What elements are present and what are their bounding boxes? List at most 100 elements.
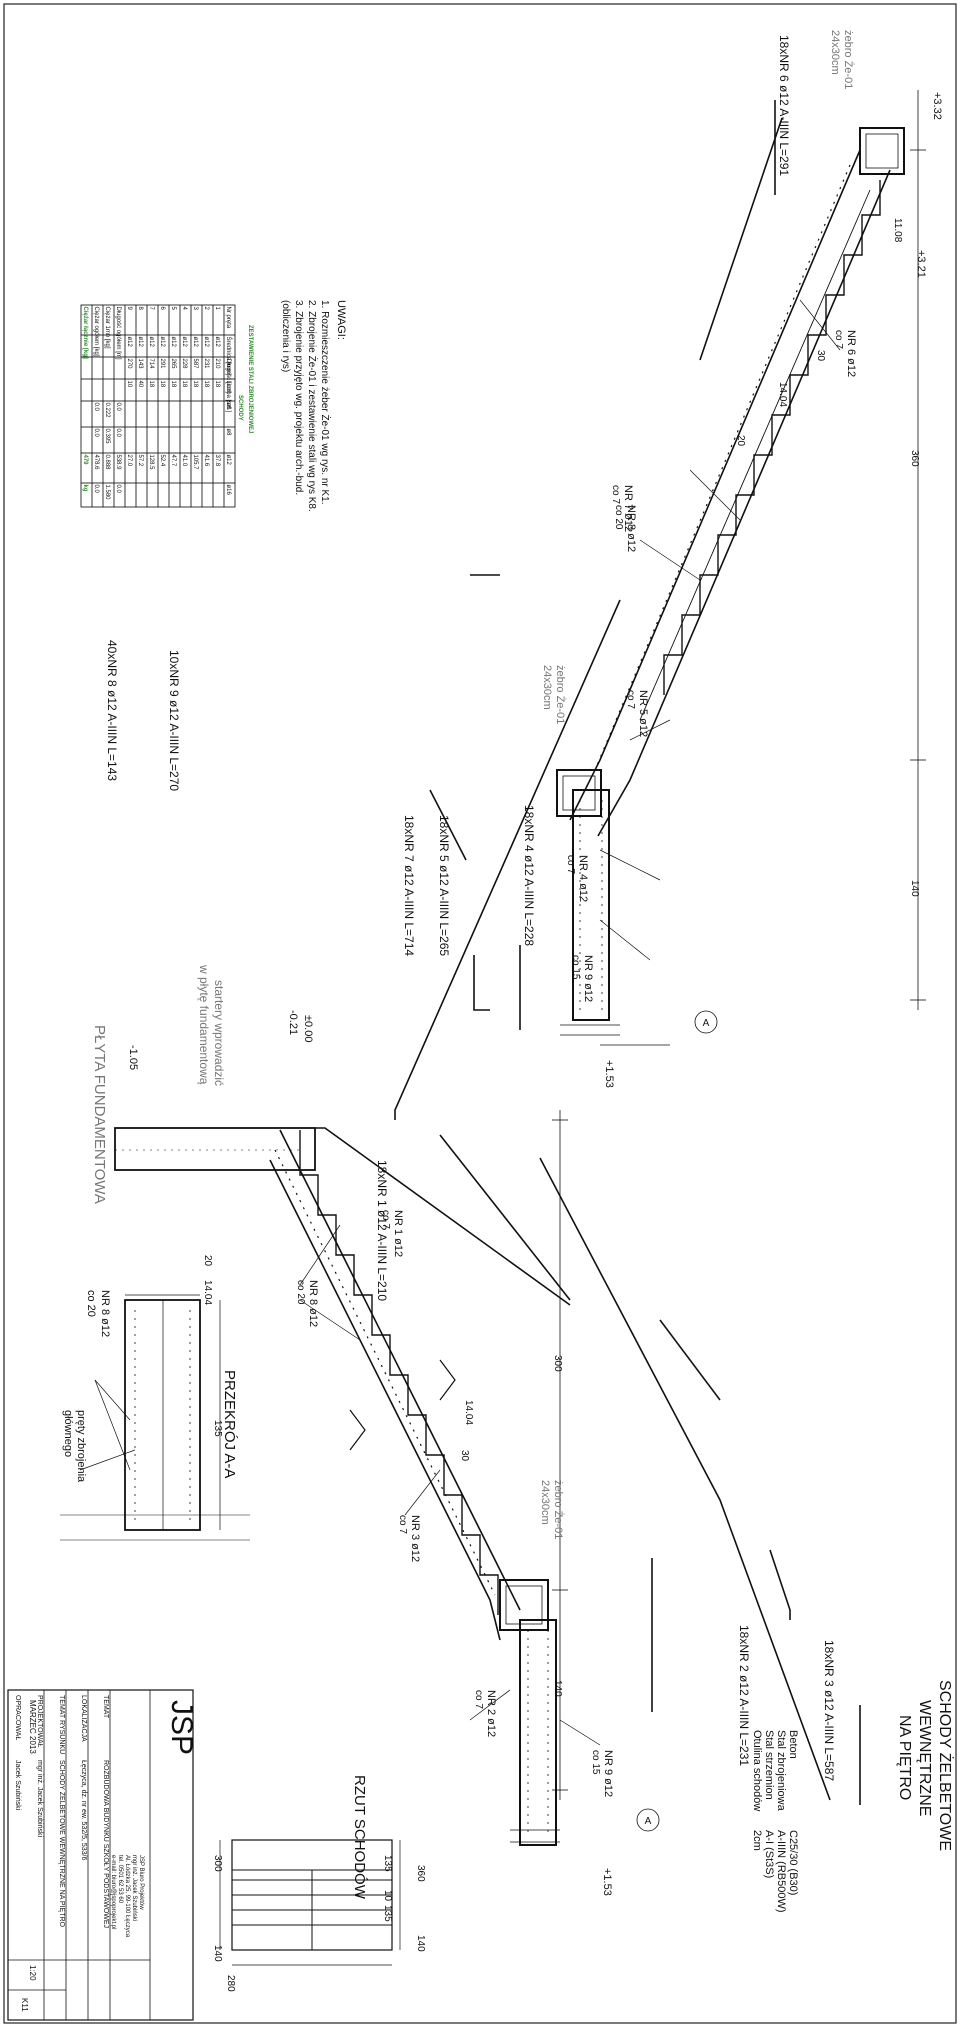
steel-table-cell-11-5: 0.395 [104,429,110,445]
material-value-2: A-IIIN (RB500W) [775,1830,787,1913]
steel-table-cell-6-3: 18 [159,381,165,388]
bar-callout-spacing-9: co 7 [397,1515,408,1534]
rib-label-1a: żebro Że-01 [842,30,855,89]
steel-table-cell-8-6: 57.2 [137,455,143,467]
steel-table-cell-12-0: Ciężar ogółem [kg] [93,307,99,357]
steel-table-cell-7-1: ø12 [148,337,154,348]
level-mark-5: -1.05 [127,1045,139,1070]
title-block-company-3: Al. Łódzka 25, 99-100 Łęczyca [124,1855,130,1938]
section-note-2: głównego [62,1410,74,1457]
title-block-company-4: tel. 0501 62 53 60 [117,1855,123,1904]
plan-dimension-7: 140 [212,1945,223,1962]
title-block-company-2: mgr inż. Jacek Szubiński [131,1855,137,1921]
steel-table-cell-13-7: kg [82,485,88,492]
steel-table-cell-3-1: ø12 [192,337,198,348]
dimension-d360: 360 [909,450,920,467]
bar-callout-spacing-10: co 7 [473,1690,484,1709]
steel-table-cell-7-3: 18 [148,381,154,388]
title-block-field-value-1: ROZBUDOWA BUDYNKU SZKOŁY PODSTAWOWEJ [102,1760,109,1928]
bar-callout-spacing-2: co 20 [613,505,624,530]
bar-callout-spacing-7: co 7 [380,1210,391,1229]
steel-table-cell-0-4: ø6 [225,403,231,411]
dimension-d300: 300 [552,1355,563,1372]
drawing-title-2: WEWNĘTRZNE [916,1700,933,1816]
steel-table-cell-12-6: 478.6 [93,455,99,471]
section-bar-spacing: co 20 [85,1290,97,1317]
plan-dimension-8: 280 [225,1975,236,1992]
steel-table-cell-4-6: 41.0 [181,455,187,467]
steel-table-subtitle: SCHODY [237,395,243,421]
steel-table-cell-8-3: 40 [137,381,143,388]
bar-callout-spacing-1: co 7 [833,330,844,349]
steel-table-cell-2-0: 2 [203,307,209,311]
steel-table-cell-10-5: 0.0 [115,429,121,438]
notes-line-1: 1. Rozmieszczenie żeber Że-01 wg rys. nr… [319,300,332,505]
title-block-sheet: K11 [20,1998,29,2012]
bar-callout-spacing-8: co 20 [295,1280,306,1305]
steel-table-cell-5-2: 265 [170,359,176,370]
plan-dimension-3: 135 [382,1855,393,1872]
title-block-field-label-5: OPRACOWAŁ [14,1695,21,1740]
level-mark-3: ±0.00 [302,1015,314,1042]
steel-table-cell-0-0: Nr pręta [225,307,231,329]
notes-line-2: 2. Zbrojenie Że-01 i zestawienie stali w… [306,300,319,512]
dimension-d1404b: 14.04 [463,1400,474,1425]
title-block-date: MARZEC 2013 [28,1700,37,1754]
steel-table-cell-8-1: ø12 [137,337,143,348]
drawing-title-3: NA PIĘTRO [896,1715,913,1800]
foundation-slab [114,1127,316,1171]
bar-callout-3: NR 7 ø12 [622,485,634,532]
title-block-field-label-4: PROJEKTOWAŁ [36,1695,43,1748]
rib-label-2a: żebro Że-01 [554,665,567,724]
steel-table-cell-5-0: 5 [170,307,176,311]
bar-callout-9: NR 3 ø12 [409,1515,421,1562]
steel-table-cell-7-0: 7 [148,307,154,311]
steel-table-cell-1-1: ø12 [214,337,220,348]
lower-steps [299,1130,499,1615]
steel-table-cell-2-1: ø12 [203,337,209,348]
dimension-d20b: 20 [202,1255,213,1267]
bar-label-5: 18xNR 5 ø12 A-IIIN L=265 [437,815,451,956]
drawing-title-1: SCHODY ŻELBETOWE [936,1680,955,1851]
dimension-d30b: 30 [459,1450,470,1462]
steel-table-cell-13-0: Ciężar łącznie [kg] [82,307,88,359]
plan-dimension-2: 140 [415,1935,426,1952]
steel-table-cell-12-7: 0.0 [93,485,99,494]
steel-table-cell-3-2: 587 [192,359,198,370]
steel-table-cell-2-2: 231 [203,359,209,370]
sheet-border [3,3,957,2024]
level-mark-1: +3.32 [931,92,943,120]
steel-table-cell-9-6: 27.0 [126,455,132,467]
steel-table-title: ZESTAWIENIE STALI ZBROJENIOWEJ [247,325,253,433]
steel-table-cell-0-2: Długość [cm] [225,359,231,394]
steel-table-cell-1-3: 18 [214,381,220,388]
steel-table-cell-11-0: Ciężar 1mb [kg] [104,307,110,349]
steel-table-cell-6-6: 52.4 [159,455,165,467]
bar-callout-spacing-5: co 7 [565,855,576,874]
notes-line-3: 3. Zbrojenie przyjęto wg. projektu arch.… [293,300,304,495]
bar-callout-2: NR 8 ø12 [625,505,637,552]
axis-label-a-lower: A [645,1816,652,1827]
bar-callout-6: NR 9 ø12 [582,955,594,1002]
steel-table-cell-9-0: 9 [126,307,132,311]
level-mark-6: +1.53 [603,1060,615,1088]
dimension-d1404: 14.04 [777,382,788,407]
section-title: PRZEKRÓJ A-A [221,1370,238,1478]
bar-label-3: 40xNR 8 ø12 A-IIIN L=143 [105,640,119,781]
steel-table-cell-11-7: 1.580 [104,485,110,501]
bar-callout-8: NR 8 ø12 [307,1280,319,1327]
landing-slab [572,789,610,1021]
material-value-4: 2cm [751,1830,763,1851]
steel-table-cell-5-1: ø12 [170,337,176,348]
level-mark-4: -0.21 [287,1010,299,1035]
bar-callout-10: NR 2 ø12 [485,1690,497,1737]
starter-note-1: startery wprowadzić [212,980,226,1086]
steel-table-cell-10-0: Długość ogółem [m] [115,307,121,360]
plan-dimension-4: 10 [382,1890,393,1902]
steel-table-cell-4-3: 18 [181,381,187,388]
axis-bubble-a-upper [694,1010,718,1034]
steel-table-cell-9-1: ø12 [126,337,132,348]
rib-middle [556,769,602,817]
steel-table-cell-0-1: Średnica [mm] [225,337,233,376]
